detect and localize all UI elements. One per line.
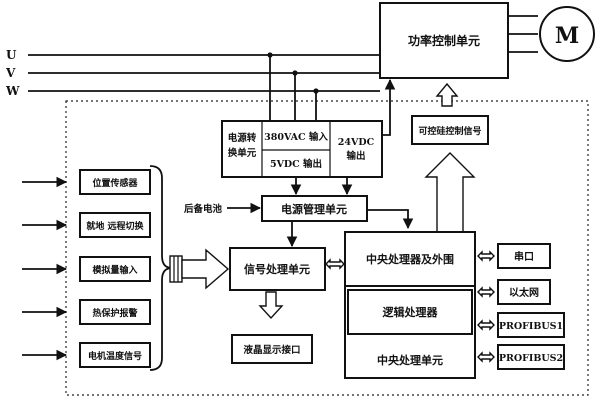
- input-label-local-remote: 就地 远程切换: [86, 220, 144, 232]
- lcd-interface-box: [231, 334, 313, 364]
- phase-v-label: V: [5, 66, 16, 80]
- input-label-analog-input: 模拟量输入: [92, 264, 137, 276]
- input-box-thermal-alarm: [79, 299, 151, 325]
- signal-processing-unit-box: [229, 247, 326, 291]
- input-bus-hollow-arrow: [181, 248, 230, 290]
- comm-port-serial-box: [497, 243, 551, 269]
- input-box-analog-input: [79, 256, 151, 282]
- scr-signal-hollow-arrow-large: [424, 152, 476, 233]
- input-bus-cylinder: [169, 255, 183, 283]
- power-control-unit-label: 功率控制单元: [408, 33, 480, 48]
- phase-u-label: U: [6, 48, 17, 62]
- comm-port-arrows: [477, 250, 495, 363]
- power-management-unit-label: 电源管理单元: [281, 202, 347, 216]
- lcd-interface-label: 液晶显示接口: [243, 344, 300, 356]
- dc5-output-label: 5VDC 输出: [270, 158, 322, 170]
- comm-port-serial-label: 串口: [514, 250, 534, 263]
- input-label-motor-temp: 电机温度信号: [88, 350, 142, 362]
- input-label-thermal-alarm: 热保护报警: [92, 307, 137, 319]
- input-brace: [149, 165, 173, 371]
- three-phase-lines: [28, 52, 380, 130]
- cpu-peripherals-box: [344, 231, 476, 287]
- motor-symbol: [539, 6, 595, 62]
- lcd-hollow-arrow: [258, 291, 284, 320]
- backup-battery-label: 后备电池: [184, 203, 223, 215]
- phase-w-label: W: [5, 84, 20, 98]
- scr-signal-box: [411, 115, 489, 145]
- cpu-unit-label: 中央处理单元: [377, 353, 443, 367]
- cpu-peripherals-label: 中央处理器及外围: [366, 252, 454, 266]
- comm-port-profibus1-box: [497, 312, 565, 338]
- power-conversion-label-1: 电源转: [228, 132, 257, 144]
- power-control-unit-box: [379, 2, 509, 79]
- motor-label: M: [555, 23, 579, 49]
- input-label-position-sensor: 位置传感器: [92, 177, 138, 189]
- comm-port-profibus2-box: [497, 344, 565, 370]
- power-conversion-unit-box: [221, 120, 383, 178]
- input-box-motor-temp: [79, 342, 151, 368]
- logic-processor-box: [347, 289, 473, 335]
- dc24-output-label-1: 24VDC: [338, 137, 375, 148]
- power-mgmt-to-cpu-line: [367, 209, 414, 230]
- scr-signal-hollow-arrow-small: [435, 82, 459, 107]
- power-conversion-label-2: 换单元: [228, 147, 257, 159]
- comm-port-ethernet-box: [497, 279, 551, 305]
- controller-enclosure: [65, 100, 589, 396]
- comm-port-profibus1-label: PROFIBUS1: [499, 321, 563, 332]
- dc24-feed-line: [382, 78, 396, 136]
- comm-port-ethernet-label: 以太网: [509, 286, 539, 299]
- signal-cpu-bidirectional-arrow: [325, 258, 345, 270]
- input-signal-arrows: [22, 176, 68, 361]
- motor-connection-lines: [508, 15, 538, 53]
- dc24-output-label-2: 输出: [346, 150, 365, 162]
- signal-processing-unit-label: 信号处理单元: [244, 262, 310, 276]
- power-management-unit-box: [261, 195, 368, 222]
- scr-signal-label: 可控硅控制信号: [418, 125, 481, 137]
- logic-processor-label: 逻辑处理器: [383, 305, 439, 319]
- input-box-local-remote: [79, 212, 151, 238]
- comm-port-profibus2-label: PROFIBUS2: [499, 353, 563, 364]
- ac-input-label: 380VAC 输入: [264, 131, 328, 143]
- input-box-position-sensor: [79, 169, 151, 195]
